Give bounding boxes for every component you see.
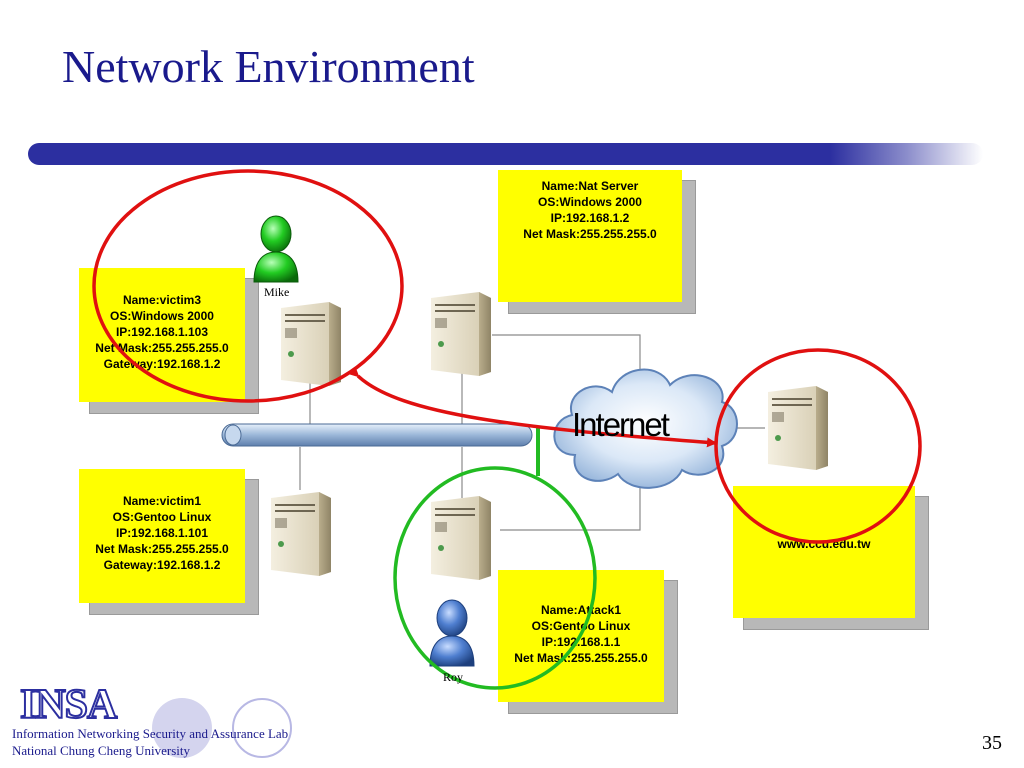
info-line: Name:victim1 xyxy=(122,494,202,508)
info-line: IP:192.168.1.1 xyxy=(541,635,621,649)
info-line: OS:Gentoo Linux xyxy=(112,510,212,524)
info-line: OS:Windows 2000 xyxy=(110,309,214,323)
info-line: Net Mask:255.255.255.0 xyxy=(523,227,657,241)
info-line: OS:Windows 2000 xyxy=(538,195,642,209)
title-rule xyxy=(28,143,983,165)
info-line: www.ccu.edu.tw xyxy=(777,537,871,551)
info-line: Net Mask:255.255.255.0 xyxy=(514,651,648,665)
internet-label: Internet xyxy=(572,406,670,443)
info-line: IP:192.168.1.101 xyxy=(115,526,209,540)
info-line: IP:192.168.1.103 xyxy=(115,325,209,339)
info-line: Gateway:192.168.1.2 xyxy=(103,558,221,572)
university-name: National Chung Cheng University xyxy=(12,743,191,758)
insa-logo: INSA xyxy=(19,682,118,728)
footer-deco-circle-outline xyxy=(232,698,292,758)
network-bus xyxy=(221,423,533,447)
connection-lines xyxy=(299,334,765,531)
user-mike-label: Mike xyxy=(264,285,290,299)
user-roy-label: Roy xyxy=(443,670,464,684)
footer-deco-circle-filled xyxy=(152,698,212,758)
server-victim1 xyxy=(271,492,331,576)
info-line: Net Mask:255.255.255.0 xyxy=(95,341,229,355)
link-attack1-cloud xyxy=(500,485,641,531)
server-attack1 xyxy=(431,496,491,580)
info-line: Name:Nat Server xyxy=(541,179,639,193)
info-line: Name:Attack1 xyxy=(540,603,622,617)
page-number: 35 xyxy=(982,732,1002,754)
info-line: IP:192.168.1.2 xyxy=(550,211,630,225)
slide-title: Network Environment xyxy=(62,41,475,92)
info-line: Gateway:192.168.1.2 xyxy=(103,357,221,371)
user-mike-icon xyxy=(253,215,299,283)
link-nat-cloud xyxy=(492,334,641,375)
info-line: Net Mask:255.255.255.0 xyxy=(95,542,229,556)
user-roy-icon xyxy=(429,599,475,667)
server-web xyxy=(768,386,828,470)
server-nat xyxy=(431,292,491,376)
info-line: Name:victim3 xyxy=(122,293,202,307)
server-victim3 xyxy=(281,302,341,386)
info-line: OS:Gentoo Linux xyxy=(531,619,631,633)
lab-name: Information Networking Security and Assu… xyxy=(12,726,289,741)
